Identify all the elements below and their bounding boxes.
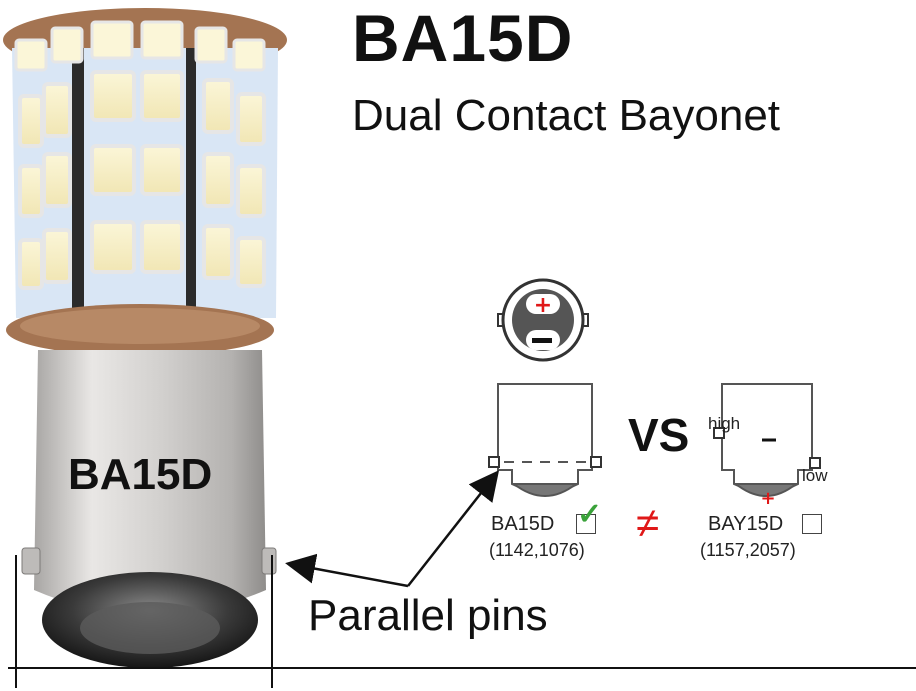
page-subtitle: Dual Contact Bayonet [352, 91, 781, 140]
vs-label: VS [628, 409, 690, 461]
page-title: BA15D [352, 1, 574, 75]
pin-span-marker [8, 555, 916, 688]
callout-arrows [285, 470, 500, 588]
bay15d-positive-symbol: + [760, 488, 775, 509]
high-contact-label: high [708, 414, 741, 433]
bulb-base-label: BA15D [68, 450, 213, 499]
bay15d-checkbox [802, 514, 822, 534]
bulb-metal-base [34, 350, 266, 615]
not-equal-icon: ≠ [636, 499, 660, 546]
low-contact-label: low [802, 466, 828, 485]
bay15d-base-diagram: + [713, 383, 821, 509]
checkmark-icon: ✓ [577, 498, 603, 531]
ba15d-checkbox [576, 514, 596, 534]
positive-symbol: + [534, 293, 552, 318]
left-pin [21, 547, 41, 575]
ba15d-name: BA15D [491, 513, 555, 535]
led-chips [14, 20, 266, 290]
bay15d-name: BAY15D [708, 513, 784, 535]
socket-contact-diagram: + [497, 278, 589, 362]
ba15d-base-diagram [488, 383, 602, 497]
ba15d-codes: (1142,1076) [489, 540, 585, 560]
bay15d-codes: (1157,2057) [700, 540, 796, 560]
parallel-pins-label: Parallel pins [308, 591, 548, 640]
right-pin [261, 547, 277, 575]
led-bulb [3, 8, 287, 668]
